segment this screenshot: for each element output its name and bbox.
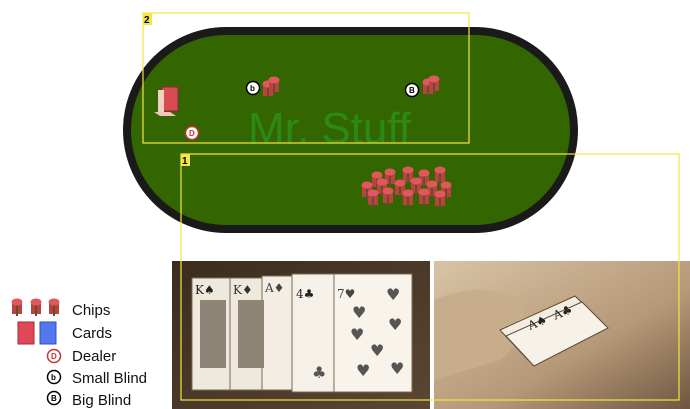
card-3-label: A♦: [264, 281, 284, 295]
svg-text:♥: ♥: [390, 359, 404, 378]
region-2-label: 2: [144, 15, 150, 26]
svg-text:b: b: [51, 373, 56, 382]
svg-text:♥: ♥: [352, 303, 366, 322]
legend-small-blind-label: Small Blind: [72, 370, 147, 387]
card-2-label: K♦: [233, 283, 253, 297]
svg-text:D: D: [189, 129, 195, 138]
card-5-label: 7♥: [337, 287, 355, 301]
big-blind-button: B: [406, 84, 419, 97]
region-1-label: 1: [182, 156, 188, 167]
dealer-button: D: [186, 127, 199, 140]
big-blind-button-icon: B: [48, 392, 61, 405]
card-1-label: K♠: [195, 283, 215, 297]
card-4-label: 4♣: [296, 287, 314, 301]
svg-text:♥: ♥: [386, 285, 400, 304]
photo-hand-right: A♠ A♣: [434, 261, 690, 409]
small-blind-button: b: [247, 82, 260, 95]
svg-text:B: B: [409, 86, 415, 95]
photo-hand-left: K♠ K♦ A♦ 4♣ 7♥ ♥♥ ♥♥ ♥♥♥ ♣: [172, 261, 430, 409]
small-blind-button-icon: b: [48, 371, 61, 384]
legend-chips-label: Chips: [72, 302, 110, 319]
legend: Chips Cards D Dealer b Small Blind B Big…: [12, 299, 148, 409]
svg-text:♣: ♣: [312, 363, 326, 382]
cards-icon: [18, 322, 56, 344]
svg-text:♥: ♥: [356, 361, 370, 380]
legend-dealer-label: Dealer: [72, 348, 116, 365]
svg-text:B: B: [51, 394, 57, 403]
chips-icon: [12, 299, 60, 317]
svg-text:♥: ♥: [350, 325, 364, 344]
legend-cards-label: Cards: [72, 325, 112, 342]
dealer-button-icon: D: [48, 350, 61, 363]
svg-text:♥: ♥: [370, 341, 384, 360]
table-watermark: Mr. Stuff: [248, 104, 412, 153]
legend-big-blind-label: Big Blind: [72, 392, 131, 409]
svg-text:D: D: [51, 352, 57, 361]
svg-text:b: b: [250, 84, 255, 93]
svg-text:♥: ♥: [388, 315, 402, 334]
